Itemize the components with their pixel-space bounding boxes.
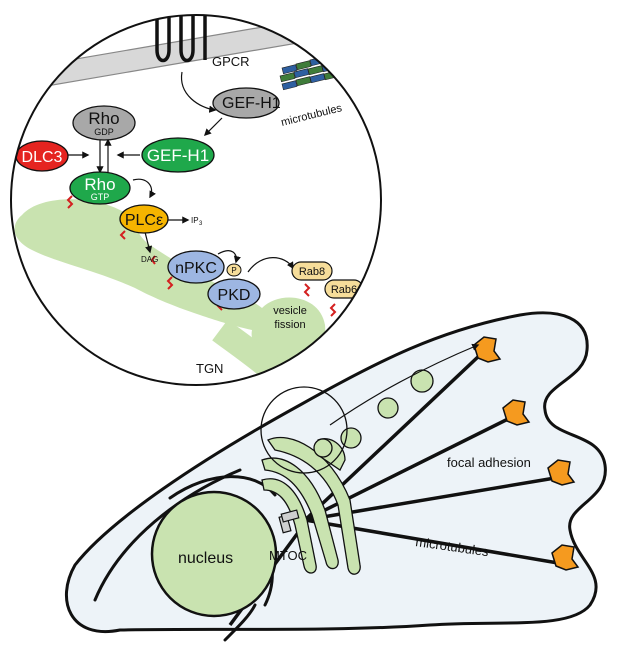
- rab6-label: Rab6: [331, 284, 357, 296]
- rab8-node: [291, 261, 333, 281]
- cortex-curve: [93, 468, 242, 602]
- zoom-region-circle: [260, 386, 348, 474]
- dag-label: DAG: [141, 255, 158, 264]
- gef-h1-label: GEF-H1: [147, 146, 209, 165]
- pkd-label: PKD: [218, 287, 251, 304]
- vesicle-label-line1: vesicle: [273, 305, 307, 317]
- rab8-label: Rab8: [299, 266, 325, 278]
- npkc-node: [167, 250, 225, 284]
- pkd-node: [207, 278, 261, 310]
- focal-adhesion-marker: [547, 459, 576, 486]
- mtoc-label: MTOC: [269, 548, 307, 563]
- cortex-curve: [223, 603, 257, 642]
- gpcr-label: GPCR: [212, 54, 250, 69]
- trafficking-arrow: [329, 343, 480, 426]
- vesicle-label-line2: fission: [274, 319, 305, 331]
- cell-vesicles: [313, 369, 434, 458]
- focal-adhesion-marker: [551, 544, 580, 571]
- focal-adhesion-marker: [502, 399, 531, 426]
- gef-h1-node: [141, 137, 215, 173]
- npkc-label: nPKC: [175, 260, 217, 277]
- focal-adhesion-label: focal adhesion: [447, 455, 531, 470]
- plce-node: [119, 204, 169, 234]
- nucleus: [150, 490, 278, 618]
- gef-h1-microtubule-label: GEF-H1: [222, 95, 281, 112]
- gef-h1-microtubule-node: [212, 87, 280, 119]
- vesicle: [313, 438, 333, 458]
- golgi-stacks: [261, 436, 361, 575]
- rho-gtp-label: Rho: [84, 175, 115, 194]
- nucleus-label: nucleus: [178, 550, 233, 567]
- zoom-panel: PM GPCR GEF-H1 microtubules Rho GDP DLC3…: [10, 14, 382, 386]
- mtoc-centrioles: [278, 509, 300, 534]
- rho-gtp-sub-label: GTP: [91, 192, 110, 202]
- phospho-p-label: P: [231, 266, 236, 275]
- vesicle: [340, 427, 362, 449]
- phospho-p-node: [226, 263, 242, 277]
- tgn-membrane: [14, 199, 326, 363]
- zoom-panel-border: [10, 14, 382, 386]
- vesicle: [377, 397, 399, 419]
- focal-adhesions: [473, 336, 580, 571]
- rho-gdp-sub-label: GDP: [94, 127, 114, 137]
- rho-gtp-node: [69, 171, 131, 205]
- ip3-subscript: 3: [199, 221, 203, 227]
- focal-adhesion-marker: [473, 336, 502, 363]
- rho-gdp-label: Rho: [88, 109, 119, 128]
- rho-gdp-node: [72, 105, 136, 141]
- ip3-label: IP: [191, 216, 199, 225]
- plce-label: PLCε: [125, 212, 163, 229]
- vesicle: [410, 369, 434, 393]
- cell: nucleus MTOC focal adhesion microtubules: [65, 311, 607, 642]
- dlc3-label: DLC3: [22, 149, 63, 166]
- tgn-label: TGN: [196, 361, 223, 376]
